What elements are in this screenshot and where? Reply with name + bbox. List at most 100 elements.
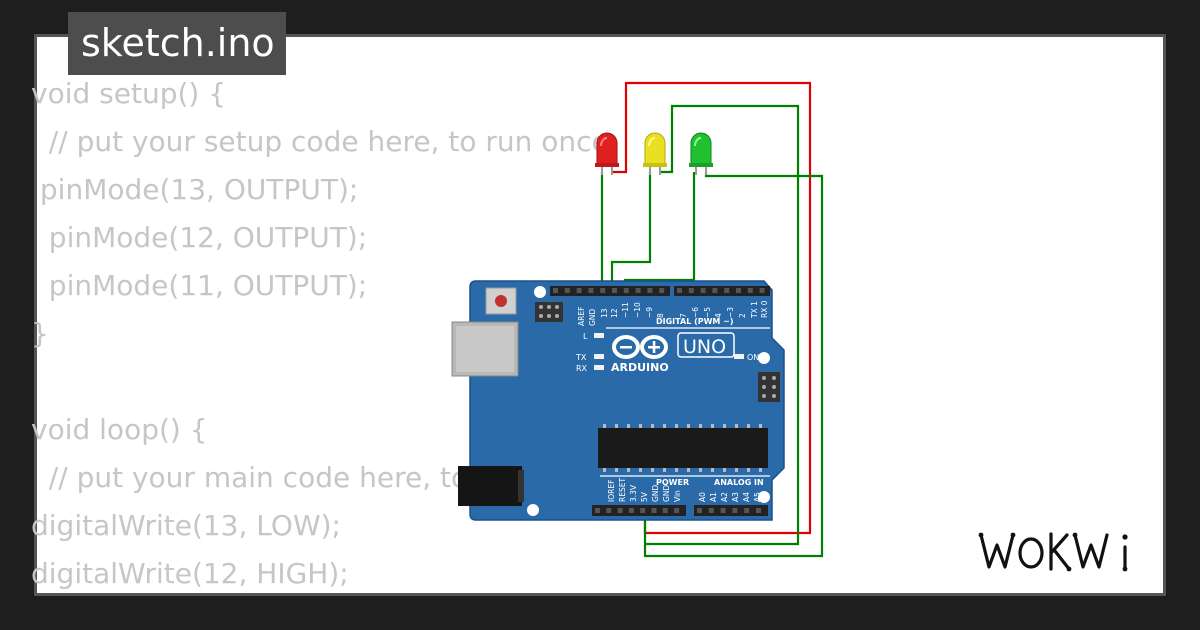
header-pin[interactable] [588, 288, 594, 293]
digital-pin-label: 8 [656, 313, 665, 318]
header-pin[interactable] [623, 288, 629, 293]
header-pin[interactable] [712, 288, 718, 293]
header-pin[interactable] [674, 508, 680, 513]
header-pin[interactable] [662, 508, 668, 513]
gnd-label: GND [588, 309, 597, 326]
code-line: pinMode(13, OUTPUT); [31, 173, 359, 206]
power-pin-label: RESET [618, 478, 627, 502]
digital-header-label: DIGITAL (PWM ~) [656, 317, 734, 326]
digital-pin-label: 2 [738, 313, 747, 318]
header-pin[interactable] [700, 288, 706, 293]
code-line: digitalWrite(12, HIGH); [31, 557, 349, 590]
analog-pin-label: A2 [720, 492, 729, 502]
header-pin[interactable] [697, 508, 702, 513]
digital-pin-label: ~11 [621, 302, 630, 318]
header-pin[interactable] [732, 508, 738, 513]
power-header-label: POWER [656, 478, 689, 487]
digital-pin-label: ~10 [633, 302, 642, 318]
code-line: digitalWrite(13, LOW); [31, 509, 341, 542]
header-pin[interactable] [651, 508, 657, 513]
power-pin-label: 5V [640, 491, 649, 502]
analog-pin-label: A0 [698, 492, 707, 502]
analog-header [694, 505, 768, 516]
microcontroller-chip [598, 428, 768, 468]
digital-pin-label: 7 [679, 313, 688, 318]
analog-pin-label: A1 [709, 492, 718, 502]
header-pin[interactable] [724, 288, 730, 293]
digital-pin-label: ~5 [703, 307, 712, 318]
analog-pin-label: A5 [753, 492, 762, 502]
header-pin[interactable] [720, 508, 726, 513]
header-pin[interactable] [564, 288, 570, 293]
led-green[interactable] [689, 132, 713, 175]
header-pin[interactable] [744, 508, 750, 513]
digital-pin-label: 12 [610, 308, 619, 318]
wokwi-logo [978, 532, 1128, 572]
code-line: void loop() { [31, 413, 208, 446]
header-pin[interactable] [606, 508, 612, 513]
digital-header-left [550, 286, 670, 296]
code-line: pinMode(11, OUTPUT); [31, 269, 368, 302]
analog-pin-label: A4 [742, 492, 751, 502]
header-pin[interactable] [747, 288, 753, 293]
arduino-uno-board[interactable]: ARDUINO UNO DIGITAL (PWM ~) ON L TX RX P… [451, 280, 785, 521]
header-pin[interactable] [553, 288, 558, 293]
header-pin[interactable] [736, 288, 741, 293]
wire-green-1 [645, 104, 800, 546]
header-pin[interactable] [628, 508, 634, 513]
header-pin[interactable] [595, 508, 600, 513]
code-line: } [31, 317, 49, 350]
analog-header-label: ANALOG IN [714, 478, 764, 487]
analog-pin-label: A3 [731, 492, 740, 502]
header-pin[interactable] [688, 288, 694, 293]
digital-pin-label: ~3 [726, 307, 735, 318]
header-pin[interactable] [576, 288, 582, 293]
power-pin-label: GND [651, 485, 660, 502]
header-pin[interactable] [677, 288, 682, 293]
aref-label: AREF [577, 307, 586, 326]
power-jack [458, 466, 522, 506]
power-pin-label: IOREF [607, 480, 616, 502]
code-line: void setup() { [31, 77, 227, 110]
on-label: ON [747, 353, 759, 362]
tx-label: TX [575, 353, 587, 362]
code-line: pinMode(12, OUTPUT); [31, 221, 368, 254]
header-pin[interactable] [708, 508, 714, 513]
header-pin[interactable] [759, 288, 765, 293]
header-pin[interactable] [756, 508, 761, 513]
header-pin[interactable] [647, 288, 653, 293]
model-label: UNO [683, 336, 726, 358]
power-header [592, 505, 686, 516]
digital-pin-label: TX 1 [750, 301, 759, 319]
code-line: // put your setup code here, to run once… [31, 125, 619, 158]
wire-led-green-to-11 [623, 172, 696, 292]
wire-green-2 [643, 172, 824, 558]
header-pin[interactable] [612, 288, 617, 293]
file-title-tab: sketch.ino [68, 12, 286, 75]
wire-led-yellow-to-12 [610, 172, 652, 292]
header-pin[interactable] [600, 288, 606, 293]
l-label: L [583, 332, 588, 341]
header-pin[interactable] [640, 508, 646, 513]
power-pin-label: Vin [673, 490, 682, 502]
header-pin[interactable] [617, 508, 623, 513]
power-pin-label: GND [662, 485, 671, 502]
header-pin[interactable] [635, 288, 641, 293]
brand-label: ARDUINO [611, 361, 669, 374]
arduino-infinity-icon [612, 335, 668, 359]
digital-pin-label: ~6 [691, 307, 700, 318]
header-pin[interactable] [659, 288, 665, 293]
digital-pin-label: ~9 [645, 307, 654, 318]
digital-pin-label: 4 [714, 313, 723, 318]
digital-header-right [674, 286, 770, 296]
power-pin-label: 3.3V [629, 484, 638, 502]
digital-pin-label: RX 0 [760, 300, 769, 318]
digital-pin-label: 13 [600, 308, 609, 318]
led-yellow[interactable] [643, 132, 667, 175]
code-preview: void setup() { // put your setup code he… [31, 70, 731, 598]
led-red[interactable] [595, 132, 619, 175]
